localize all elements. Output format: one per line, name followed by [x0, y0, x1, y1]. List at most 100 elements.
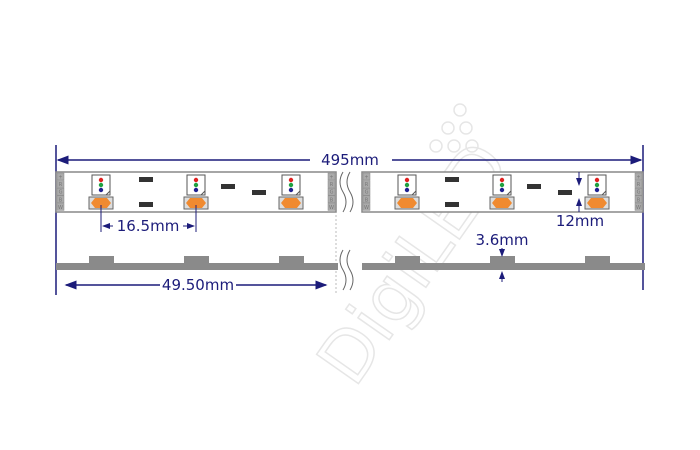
solder-pad — [362, 187, 371, 196]
strip-base — [56, 263, 338, 270]
solder-pad-label: G — [59, 190, 63, 196]
led-chip — [98, 177, 104, 183]
led-chip — [404, 182, 410, 188]
led-corner-mark — [295, 190, 301, 196]
solder-pad — [56, 195, 65, 204]
solder-pad — [56, 172, 65, 181]
smd-component — [527, 184, 541, 189]
solder-pad — [56, 180, 65, 188]
watermark-dots — [429, 103, 479, 153]
led-chip — [288, 187, 294, 193]
rgb-led — [88, 174, 114, 210]
solder-pad — [634, 172, 643, 181]
led-profile — [184, 256, 209, 264]
resistor — [281, 198, 301, 208]
solder-pad-label: B — [59, 197, 63, 203]
solder-pad — [634, 187, 643, 196]
solder-pad — [327, 203, 336, 211]
led-chip — [499, 187, 505, 193]
led-chip — [193, 177, 199, 183]
width-label: 12mm — [556, 212, 604, 230]
smd-component — [558, 190, 572, 195]
solder-pad-label: + — [364, 175, 368, 181]
led-profile — [585, 256, 610, 264]
led-profile — [89, 256, 114, 264]
solder-pad — [56, 187, 65, 196]
led-chip — [594, 187, 600, 193]
solder-pad-label: R — [637, 182, 641, 188]
smd-component — [252, 190, 266, 195]
solder-pad — [362, 195, 371, 204]
pitch-label: 16.5mm — [117, 217, 180, 235]
resistor — [186, 198, 206, 208]
total-length-label: 495mm — [321, 151, 379, 169]
solder-pad — [634, 195, 643, 204]
thickness-label: 3.6mm — [475, 231, 528, 249]
solder-pad-label: W — [58, 205, 63, 211]
solder-pad-label: W — [364, 205, 369, 211]
resistor — [91, 198, 111, 208]
led-chip — [499, 182, 505, 188]
solder-pad-label: G — [330, 190, 334, 196]
strip-base — [362, 263, 645, 270]
segment-length-label: 49.50mm — [162, 276, 234, 294]
solder-pad-label: G — [365, 190, 369, 196]
solder-pad-label: R — [365, 182, 369, 188]
right-strip-side-view — [362, 256, 645, 270]
rgb-led — [278, 174, 304, 210]
rgb-led — [489, 174, 515, 210]
solder-pad — [327, 180, 336, 188]
smd-component — [445, 202, 459, 207]
led-corner-mark — [601, 190, 607, 196]
smd-component — [139, 177, 153, 182]
rgb-led — [183, 174, 209, 210]
led-chip — [193, 187, 199, 193]
led-chip — [594, 182, 600, 188]
led-corner-mark — [200, 190, 206, 196]
resistor — [587, 198, 607, 208]
led-chip — [193, 182, 199, 188]
led-chip — [288, 182, 294, 188]
resistor — [397, 198, 417, 208]
led-profile — [395, 256, 420, 264]
break-marks — [339, 171, 354, 291]
rgb-led — [584, 174, 610, 210]
smd-component — [139, 202, 153, 207]
rgb-led — [394, 174, 420, 210]
solder-pad — [634, 203, 643, 211]
led-chip — [98, 187, 104, 193]
led-corner-mark — [105, 190, 111, 196]
led-chip — [98, 182, 104, 188]
solder-pad-label: R — [330, 182, 334, 188]
solder-pad — [327, 195, 336, 204]
solder-pad-label: B — [365, 197, 369, 203]
led-corner-mark — [506, 190, 512, 196]
led-chip — [404, 177, 410, 183]
solder-pad-label: W — [329, 205, 334, 211]
solder-pad-label: + — [636, 175, 640, 181]
led-chip — [404, 187, 410, 193]
solder-pad — [362, 203, 371, 211]
solder-pad-label: + — [58, 175, 62, 181]
solder-pad-label: + — [329, 175, 333, 181]
solder-pad — [362, 172, 371, 181]
led-chip — [594, 177, 600, 183]
smd-component — [221, 184, 235, 189]
solder-pad-label: B — [330, 197, 334, 203]
smd-component — [445, 177, 459, 182]
led-profile — [490, 256, 515, 264]
solder-pad — [327, 187, 336, 196]
resistor — [492, 198, 512, 208]
left-strip-side-view — [56, 256, 338, 270]
solder-pad-label: B — [637, 197, 641, 203]
solder-pad-label: G — [637, 190, 641, 196]
solder-pad-label: R — [59, 182, 63, 188]
solder-pad — [327, 172, 336, 181]
solder-pad-label: W — [636, 205, 641, 211]
solder-pad — [56, 203, 65, 211]
led-chip — [288, 177, 294, 183]
led-chip — [499, 177, 505, 183]
